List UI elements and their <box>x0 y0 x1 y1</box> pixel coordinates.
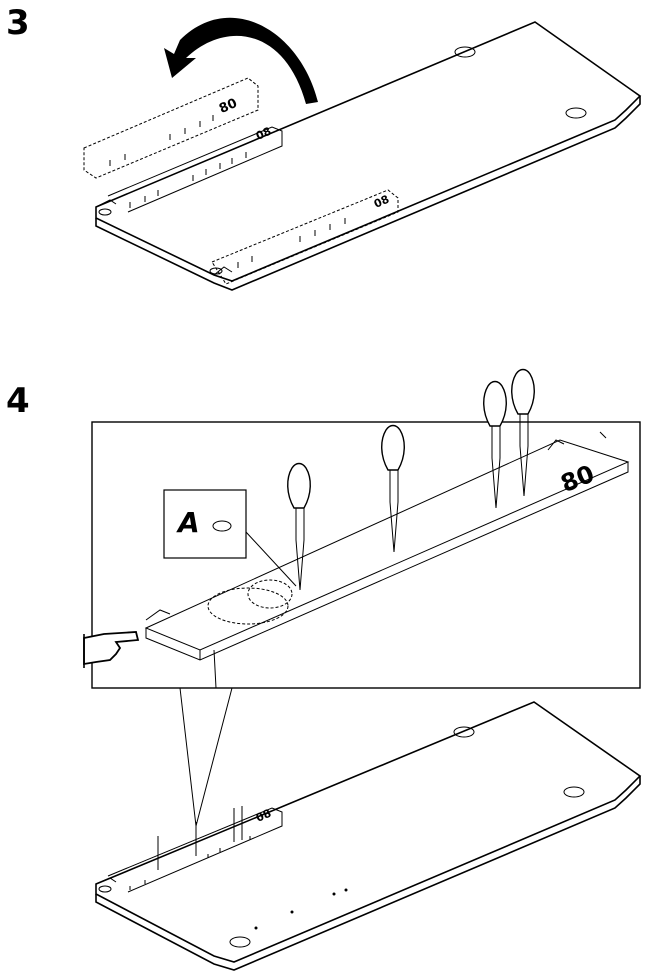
template-code-label: 08 <box>254 125 273 143</box>
hole-marker-label: A <box>176 506 200 539</box>
template-code-bottom: 08 <box>254 807 273 825</box>
step-4-illustration: 08 A <box>83 368 642 971</box>
awl-icon <box>483 380 507 509</box>
template-code-front: 08 <box>372 193 391 211</box>
highlight-circle <box>207 587 289 625</box>
step-3-number: 3 <box>6 3 30 43</box>
pointing-hand-icon <box>83 631 140 668</box>
marker-inset <box>163 489 247 559</box>
step-3-board <box>95 21 642 282</box>
awl-icon <box>381 424 405 553</box>
highlight-circle <box>247 579 293 609</box>
flip-arrow-icon <box>164 17 318 104</box>
hole <box>565 107 587 119</box>
hole <box>454 46 476 58</box>
awl-icon <box>287 462 311 591</box>
awl-icon <box>511 368 535 497</box>
hole <box>563 786 585 798</box>
template-strip-flipped <box>83 77 259 179</box>
template-strip-bottom <box>107 807 283 893</box>
hole <box>229 936 251 948</box>
template-strip-front <box>211 189 399 285</box>
template-code-mirrored: 08 <box>217 96 240 117</box>
step-3-illustration: 08 08 08 <box>83 17 642 291</box>
template-strip-placed <box>107 126 283 213</box>
step-4-board <box>95 701 642 963</box>
step-4-number: 4 <box>6 381 30 421</box>
hole <box>453 726 475 738</box>
